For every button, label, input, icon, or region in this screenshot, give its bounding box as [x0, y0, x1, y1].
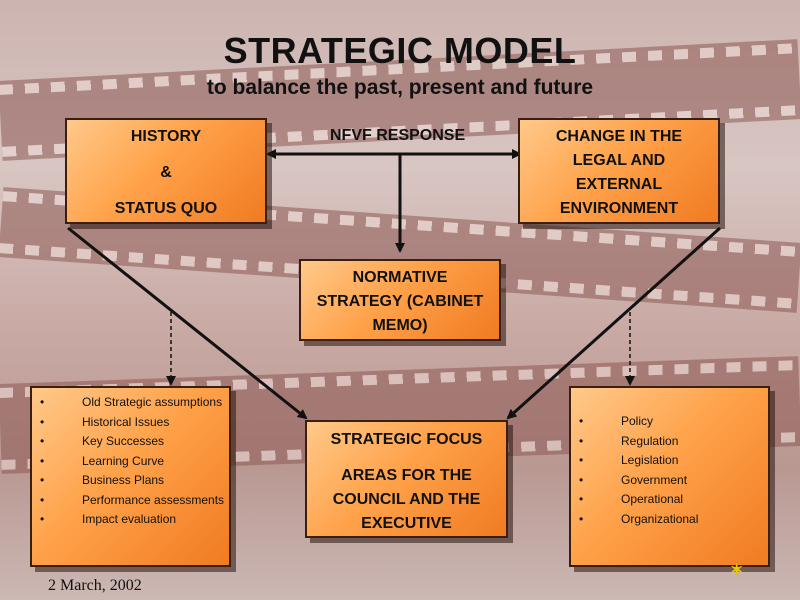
normative-line-3: MEMO)	[372, 317, 428, 334]
list-item: •Performance assessments	[40, 492, 225, 507]
focus-line-1: STRATEGIC FOCUS	[330, 431, 483, 448]
history-line-2: &	[160, 164, 172, 181]
logo-icon: ✶	[730, 562, 744, 579]
history-line-3: STATUS QUO	[114, 200, 218, 217]
normative-line-2: STRATEGY (CABINET	[316, 293, 484, 310]
focus-line-4: EXECUTIVE	[361, 515, 452, 532]
list-item: •Learning Curve	[40, 453, 165, 468]
change-line-3: EXTERNAL	[575, 176, 663, 193]
left-details-list: •Old Strategic assumptions •Historical I…	[32, 393, 229, 530]
slide-subtitle: to balance the past, present and future	[206, 76, 594, 99]
list-item: •Historical Issues	[40, 414, 170, 429]
normative-strategy-box: NORMATIVE STRATEGY (CABINET MEMO)	[299, 259, 501, 341]
list-item: •Organizational	[579, 511, 699, 526]
list-item: •Government	[579, 472, 688, 487]
change-line-4: ENVIRONMENT	[559, 200, 679, 217]
normative-line-1: NORMATIVE	[352, 269, 448, 286]
arrow-history-to-focus	[67, 226, 308, 420]
nfvf-response-label: NFVF RESPONSE	[330, 127, 466, 144]
strategic-focus-box: STRATEGIC FOCUS AREAS FOR THE COUNCIL AN…	[305, 420, 508, 538]
list-item: •Key Successes	[40, 434, 165, 448]
left-details-box: •Old Strategic assumptions •Historical I…	[30, 386, 231, 567]
history-box: HISTORY & STATUS QUO	[65, 118, 267, 224]
list-item: •Operational	[579, 492, 684, 506]
change-line-1: CHANGE IN THE	[555, 128, 683, 145]
footer-date: 2 March, 2002	[48, 577, 142, 594]
change-line-2: LEGAL AND	[572, 152, 666, 169]
list-item: •Impact evaluation	[40, 512, 177, 526]
change-box: CHANGE IN THE LEGAL AND EXTERNAL ENVIRON…	[518, 118, 720, 224]
right-details-box: •Policy •Regulation •Legislation •Govern…	[569, 386, 770, 567]
right-details-list: •Policy •Regulation •Legislation •Govern…	[571, 412, 768, 529]
list-item: •Old Strategic assumptions	[40, 395, 223, 409]
history-line-1: HISTORY	[130, 128, 202, 145]
arrow-change-to-focus	[506, 226, 722, 420]
focus-line-2: AREAS FOR THE	[341, 467, 472, 484]
slide-title: STRATEGIC MODEL	[223, 30, 577, 71]
list-item: •Regulation	[579, 433, 679, 448]
list-item: •Business Plans	[40, 473, 165, 487]
list-item: •Policy	[579, 414, 654, 428]
list-item: •Legislation	[579, 453, 679, 467]
focus-line-3: COUNCIL AND THE	[332, 491, 481, 508]
